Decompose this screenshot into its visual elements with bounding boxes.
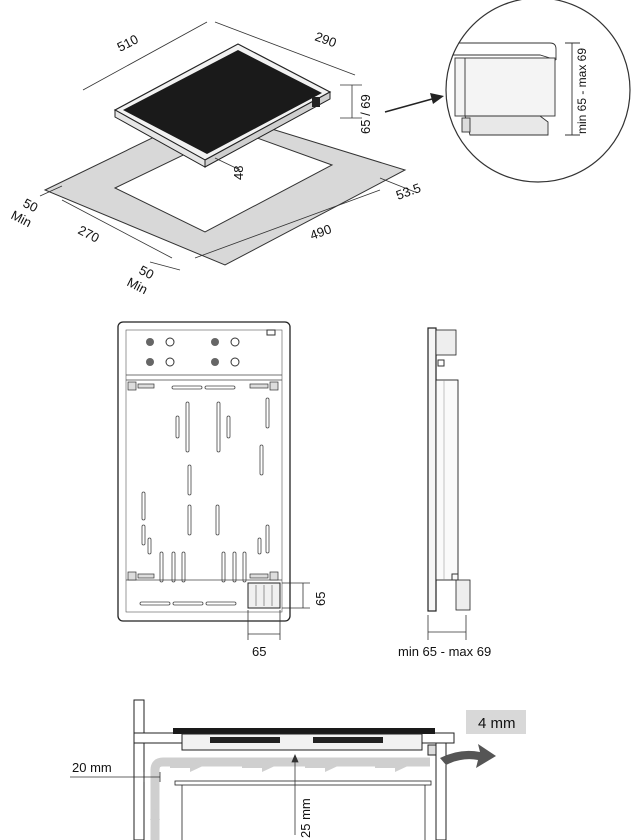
gap-badge: 4 mm [466, 710, 526, 734]
side-view: min 65 - max 69 [398, 327, 491, 659]
terminal-box-width: 65 [252, 644, 266, 659]
dim-min-front-value: 50 [137, 262, 157, 282]
terminal-box-height: 65 [313, 592, 328, 606]
airflow-path [150, 757, 430, 840]
terminal-box [247, 582, 281, 609]
install-section: 20 mm 25 mm 4 mm [70, 699, 526, 840]
dim-min-left-value: 50 [21, 195, 41, 215]
detail-height-label: min 65 - max 69 [575, 48, 589, 134]
detail-circle: min 65 - max 69 [445, 0, 631, 183]
gap-badge-label: 4 mm [478, 715, 516, 732]
side-gap-label: 20 mm [72, 760, 112, 775]
exit-arrow-icon [440, 744, 496, 768]
mounting-brackets [127, 381, 279, 581]
bottom-view: 65 65 [117, 321, 328, 659]
side-dimension [427, 615, 467, 640]
dim-cutout-edge: 53.5 [394, 180, 423, 203]
dim-hob-length: 510 [115, 31, 141, 54]
vent-slots [139, 385, 270, 606]
dim-hob-height: 65 / 69 [358, 94, 373, 134]
airflow-gap-label: 25 mm [298, 798, 313, 838]
side-height-label: min 65 - max 69 [398, 644, 491, 659]
bottom-connectors [146, 329, 276, 367]
dim-cutout-width: 270 [76, 222, 102, 245]
isometric-view: 510 290 65 / 69 48 53.5 490 270 50 Min 5… [9, 21, 423, 297]
cutout-frame [43, 109, 407, 266]
hob-section [173, 728, 437, 756]
section-dimensions [70, 753, 299, 835]
dimension-lines [39, 21, 416, 271]
dim-glass-thickness: 48 [231, 166, 246, 180]
dim-cutout-length: 490 [308, 221, 334, 243]
terminal-box-dimensions [247, 582, 310, 640]
dim-hob-width: 290 [313, 29, 339, 51]
callout-arrow [384, 93, 444, 113]
airflow-arrows [150, 758, 410, 820]
hob-body [113, 43, 332, 168]
